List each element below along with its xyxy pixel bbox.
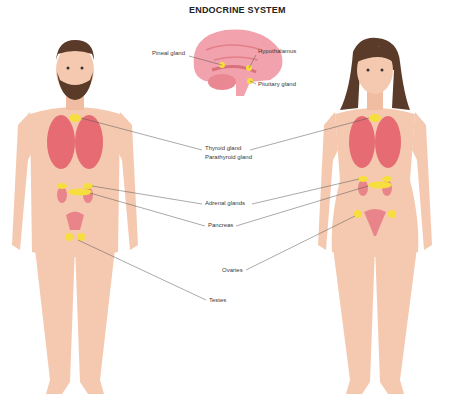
gland-label: Hypothalamus [258, 48, 296, 55]
leader-lines [78, 55, 369, 300]
gland-label: Pancreas [208, 222, 233, 229]
diagram-title: ENDOCRINE SYSTEM [189, 5, 286, 16]
gland-label: Pineal gland [152, 50, 185, 57]
female-figure [318, 38, 432, 394]
gland-label: Ovaries [222, 267, 243, 274]
gland-label: Parathyroid gland [205, 154, 252, 161]
male-figure [12, 40, 138, 394]
gland-label: Pituitary gland [258, 81, 296, 88]
gland-label: Thyroid gland [205, 145, 241, 152]
gland-label: Adrenal glands [205, 200, 245, 207]
gland-label: Testes [209, 297, 226, 304]
